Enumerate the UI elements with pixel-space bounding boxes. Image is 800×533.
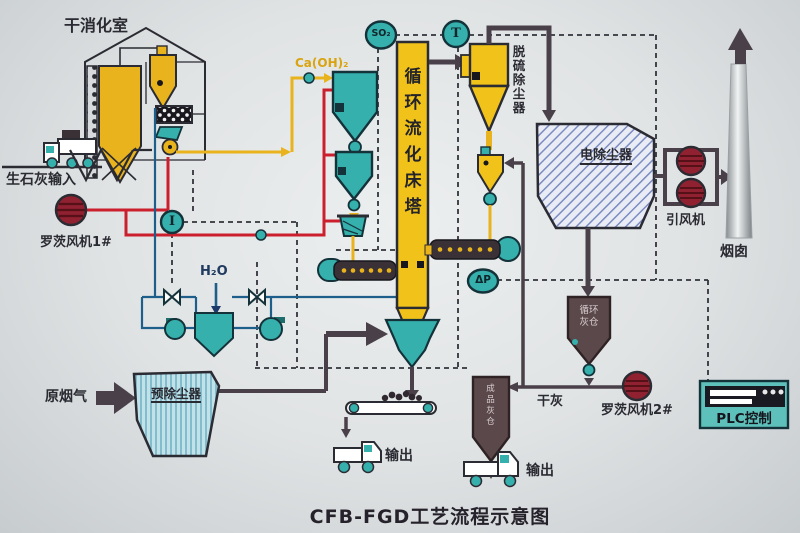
recycle-cyclone-2: [334, 150, 374, 201]
lime-transport-line: [176, 76, 326, 154]
belt-drop-arrowhead: [341, 429, 351, 438]
silo1-inlet-arrowhead: [507, 382, 518, 392]
id-fan-icon: [663, 145, 719, 209]
belt-conveyor: [345, 390, 437, 415]
temperature-sensor-label: T: [451, 26, 461, 41]
lime-line-arrowhead2: [324, 73, 333, 83]
vibrating-feeder: [155, 105, 193, 124]
roots-blower-1-label: 罗茨风机1#: [40, 235, 112, 250]
slaking-room-label: 干消化室: [64, 16, 129, 35]
water-pump-right: [259, 317, 285, 341]
chimney-label: 烟囱: [720, 244, 748, 260]
raw-gas-inlet-arrow: [96, 382, 136, 414]
cfb-tower: [395, 40, 430, 324]
esp-ash-arrowhead: [581, 286, 595, 297]
plc-label: PLC控制: [716, 411, 772, 427]
bucket-elevator: [86, 65, 98, 179]
output-truck-left: [333, 441, 382, 474]
water-valve-left: [163, 287, 181, 307]
dp-sensor-label: ΔP: [475, 274, 491, 286]
raw-gas-line: [219, 331, 368, 393]
lime-cyclone: [149, 54, 177, 110]
product-ash-silo-label: 成品灰仓: [486, 384, 495, 427]
temperature-sensor-icon: [441, 19, 471, 49]
esp-body: [535, 122, 656, 230]
water-label: H₂O: [200, 264, 228, 279]
chimney-inlet-arrowhead: [721, 169, 732, 185]
pre-duster-label: 预除尘器: [150, 386, 201, 403]
tower-label: 循环流化床塔: [404, 67, 422, 217]
quicklime-input-label: 生石灰输入: [6, 172, 76, 188]
dp-sensor-icon: [466, 268, 500, 294]
roots-blower-2-label: 罗茨风机2#: [601, 403, 673, 418]
recycle-cyclone-1: [331, 70, 379, 143]
dry-ash-label: 干灰: [537, 394, 564, 409]
chimney-icon: [725, 28, 753, 239]
air-lines-red: [85, 88, 340, 237]
esp-inlet-arrowhead: [542, 110, 556, 122]
output-truck-right: [463, 451, 519, 488]
screw-conveyor-2: [424, 236, 521, 262]
ball-valve-2: [347, 198, 361, 212]
esp-label: 电除尘器: [579, 148, 632, 165]
raw-gas-arrowhead: [366, 322, 388, 346]
output-left-label: 输出: [385, 448, 413, 464]
lime-slurry-label: Ca(OH)₂: [295, 56, 349, 70]
water-pump-left: [164, 318, 186, 340]
recycle-inlet-arrowhead: [504, 157, 514, 169]
id-fan-label: 引风机: [666, 213, 706, 228]
product-ash-silo-body: [471, 375, 511, 463]
desulf-cyclone-label: 脱硫除尘器: [512, 44, 526, 115]
raw-flue-gas-label: 原烟气: [45, 389, 87, 405]
dry-ash-lines: [513, 161, 623, 389]
lime-truck: [2, 130, 102, 169]
diagram-title: CFB-FGD工艺流程示意图: [309, 506, 551, 528]
ball-valve-4: [582, 363, 596, 377]
roots-blower-1-icon: [54, 193, 88, 227]
pre-duster-body: [132, 370, 221, 458]
feed-chute: [154, 126, 184, 141]
lime-mixer: [337, 214, 369, 237]
recycle-hopper: [477, 146, 504, 194]
silo-drop-arrowhead: [584, 378, 594, 386]
slaking-house: [84, 26, 206, 184]
current-sensor-label: I: [168, 214, 176, 229]
water-valve-right: [248, 287, 266, 307]
signal-dashed-lines: [171, 34, 709, 381]
recirc-ash-silo-body: [566, 295, 612, 366]
unloading-hoppers: [69, 148, 152, 183]
air-line-node: [255, 229, 267, 241]
screw-conveyor-1: [317, 258, 397, 282]
ball-valve-3: [483, 192, 497, 206]
lime-line-arrowhead: [281, 147, 291, 157]
lime-line-node: [303, 72, 315, 84]
so2-analyzer-icon: [364, 20, 398, 50]
desulf-cyclone-body: [460, 42, 510, 150]
recirc-ash-silo-label: 循环灰仓: [579, 305, 599, 328]
venturi-inlet: [384, 318, 441, 369]
so2-analyzer-label: SO₂: [371, 28, 391, 39]
plc-controller: [698, 379, 790, 430]
roots-blower-2-icon: [621, 370, 653, 402]
output-right-label: 输出: [526, 463, 554, 479]
current-sensor-icon: [159, 209, 185, 235]
cyclone-to-esp-line: [486, 25, 552, 112]
water-arrowhead: [211, 306, 221, 315]
water-tank: [194, 312, 234, 358]
